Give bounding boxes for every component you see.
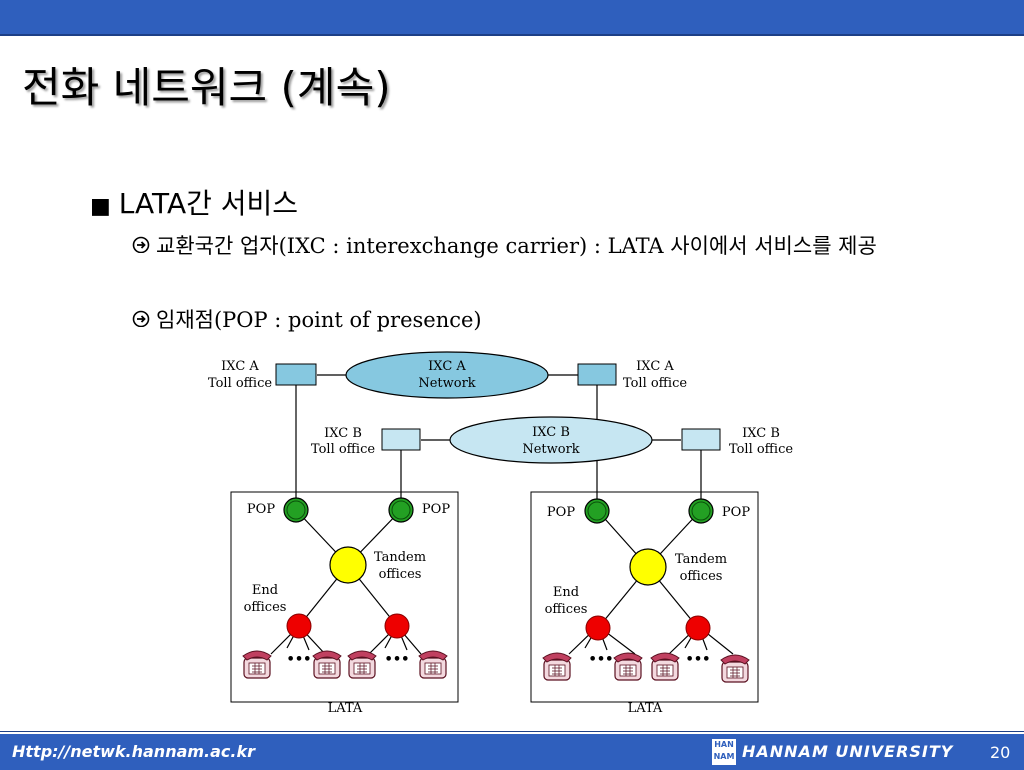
sub-bullet-ixc-text: 교환국간 업자(IXC : interexchange carrier) : L… <box>156 234 877 258</box>
ixc-a-toll-office-left <box>275 363 317 386</box>
ixc-b-network-label-2: Network <box>522 442 579 457</box>
more-phones-ellipsis: ••• <box>589 652 614 667</box>
ixc-b-toll-office-right <box>681 428 721 451</box>
pop-label: POP <box>247 502 275 517</box>
ixc-a-network <box>345 351 549 399</box>
right-arrow-circle-icon <box>132 306 156 334</box>
main-bullet-text: LATA간 서비스 <box>118 187 299 220</box>
tandem-office-node <box>629 548 667 586</box>
telephone-icon <box>347 650 377 679</box>
tandem-label-1: Tandem <box>374 550 426 565</box>
ixc-b-toll-label-right-1: IXC B <box>742 426 780 441</box>
telephone-icon <box>650 652 680 681</box>
ixc-a-network-label-2: Network <box>418 376 475 391</box>
tandem-label-2: offices <box>680 569 723 584</box>
telephone-icon <box>720 654 750 683</box>
ixc-a-toll-label-left-2: Toll office <box>208 376 272 391</box>
university-logo: HAN NAM <box>712 739 736 765</box>
pop-label: POP <box>422 502 450 517</box>
footer-bar: Http://netwk.hannam.ac.kr HAN NAM HANNAM… <box>0 732 1024 770</box>
main-bullet: ■ LATA간 서비스 <box>90 182 298 222</box>
ixc-a-network-label-1: IXC A <box>428 359 466 374</box>
pop-node <box>688 498 714 524</box>
more-phones-ellipsis: ••• <box>287 652 312 667</box>
lata-box-left <box>230 491 459 703</box>
slide-title: 전화 네트워크 (계속) <box>22 63 391 112</box>
end-office-node <box>685 615 711 641</box>
pop-label: POP <box>547 505 575 520</box>
lata-label-right: LATA <box>628 701 663 716</box>
telephone-icon <box>312 650 342 679</box>
tandem-label-2: offices <box>379 567 422 582</box>
ixc-b-network <box>449 416 653 464</box>
lata-box-right <box>530 491 759 703</box>
end-label-1: End <box>252 583 278 598</box>
ixc-b-network-label-1: IXC B <box>532 425 570 440</box>
more-phones-ellipsis: ••• <box>385 652 410 667</box>
university-name: HANNAM UNIVERSITY <box>742 742 954 761</box>
ixc-a-toll-label-right-1: IXC A <box>636 359 674 374</box>
lata-label-left: LATA <box>328 701 363 716</box>
square-bullet-icon: ■ <box>90 194 111 219</box>
end-label-1: End <box>553 585 579 600</box>
tandem-office-node <box>329 546 367 584</box>
top-banner <box>0 0 1024 36</box>
ixc-a-toll-office-right <box>577 363 617 386</box>
sub-bullet-ixc: 교환국간 업자(IXC : interexchange carrier) : L… <box>132 232 952 260</box>
ixc-b-toll-label-left-2: Toll office <box>311 442 375 457</box>
lata-network-diagram: IXC A Network IXC B Network IXC A Toll o… <box>208 351 793 716</box>
ixc-b-toll-office-left <box>381 428 421 451</box>
telephone-icon <box>542 652 572 681</box>
end-label-2: offices <box>244 600 287 615</box>
pop-label: POP <box>722 505 750 520</box>
ixc-b-toll-label-left-1: IXC B <box>324 426 362 441</box>
pop-node <box>584 498 610 524</box>
end-office-node <box>286 613 312 639</box>
telephone-icon <box>242 650 272 679</box>
pop-node <box>283 497 309 523</box>
end-office-node <box>384 613 410 639</box>
tandem-label-1: Tandem <box>675 552 727 567</box>
end-label-2: offices <box>545 602 588 617</box>
more-phones-ellipsis: ••• <box>686 652 711 667</box>
ixc-a-toll-label-left-1: IXC A <box>221 359 259 374</box>
end-office-node <box>585 615 611 641</box>
telephone-icon <box>418 650 448 679</box>
ixc-b-toll-label-right-2: Toll office <box>729 442 793 457</box>
page-number: 20 <box>990 743 1011 762</box>
sub-bullet-pop: 임재점(POP : point of presence) <box>132 306 952 334</box>
footer-url-link[interactable]: Http://netwk.hannam.ac.kr <box>12 742 256 761</box>
connection-lines <box>270 374 734 655</box>
telephone-icon <box>613 652 643 681</box>
ixc-a-toll-label-right-2: Toll office <box>623 376 687 391</box>
sub-bullet-pop-text: 임재점(POP : point of presence) <box>156 308 482 332</box>
right-arrow-circle-icon <box>132 232 156 260</box>
pop-node <box>388 497 414 523</box>
